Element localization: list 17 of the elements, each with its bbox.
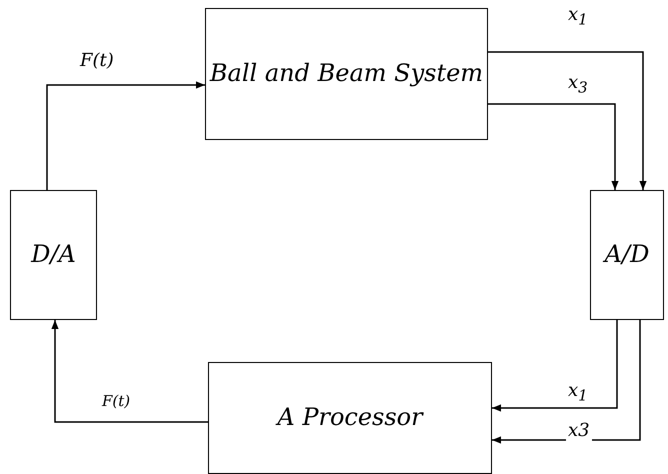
edge-label: x3: [566, 420, 592, 441]
arrow: [488, 51, 647, 190]
arrow: [46, 81, 205, 190]
block-label: Ball and Beam System: [210, 60, 484, 88]
block-box: [208, 362, 492, 474]
block-box: [10, 190, 97, 320]
block-box: [205, 8, 488, 140]
block-label: A/D: [604, 241, 650, 269]
arrow: [51, 320, 208, 423]
edge-label: F(t): [100, 392, 132, 410]
block-label: A Processor: [277, 404, 423, 432]
arrow: [492, 320, 618, 412]
arrow: [488, 103, 619, 190]
block-box: [590, 190, 664, 320]
edge-label: F(t): [78, 50, 116, 71]
block-label: D/A: [31, 241, 76, 269]
arrow: [492, 320, 641, 444]
